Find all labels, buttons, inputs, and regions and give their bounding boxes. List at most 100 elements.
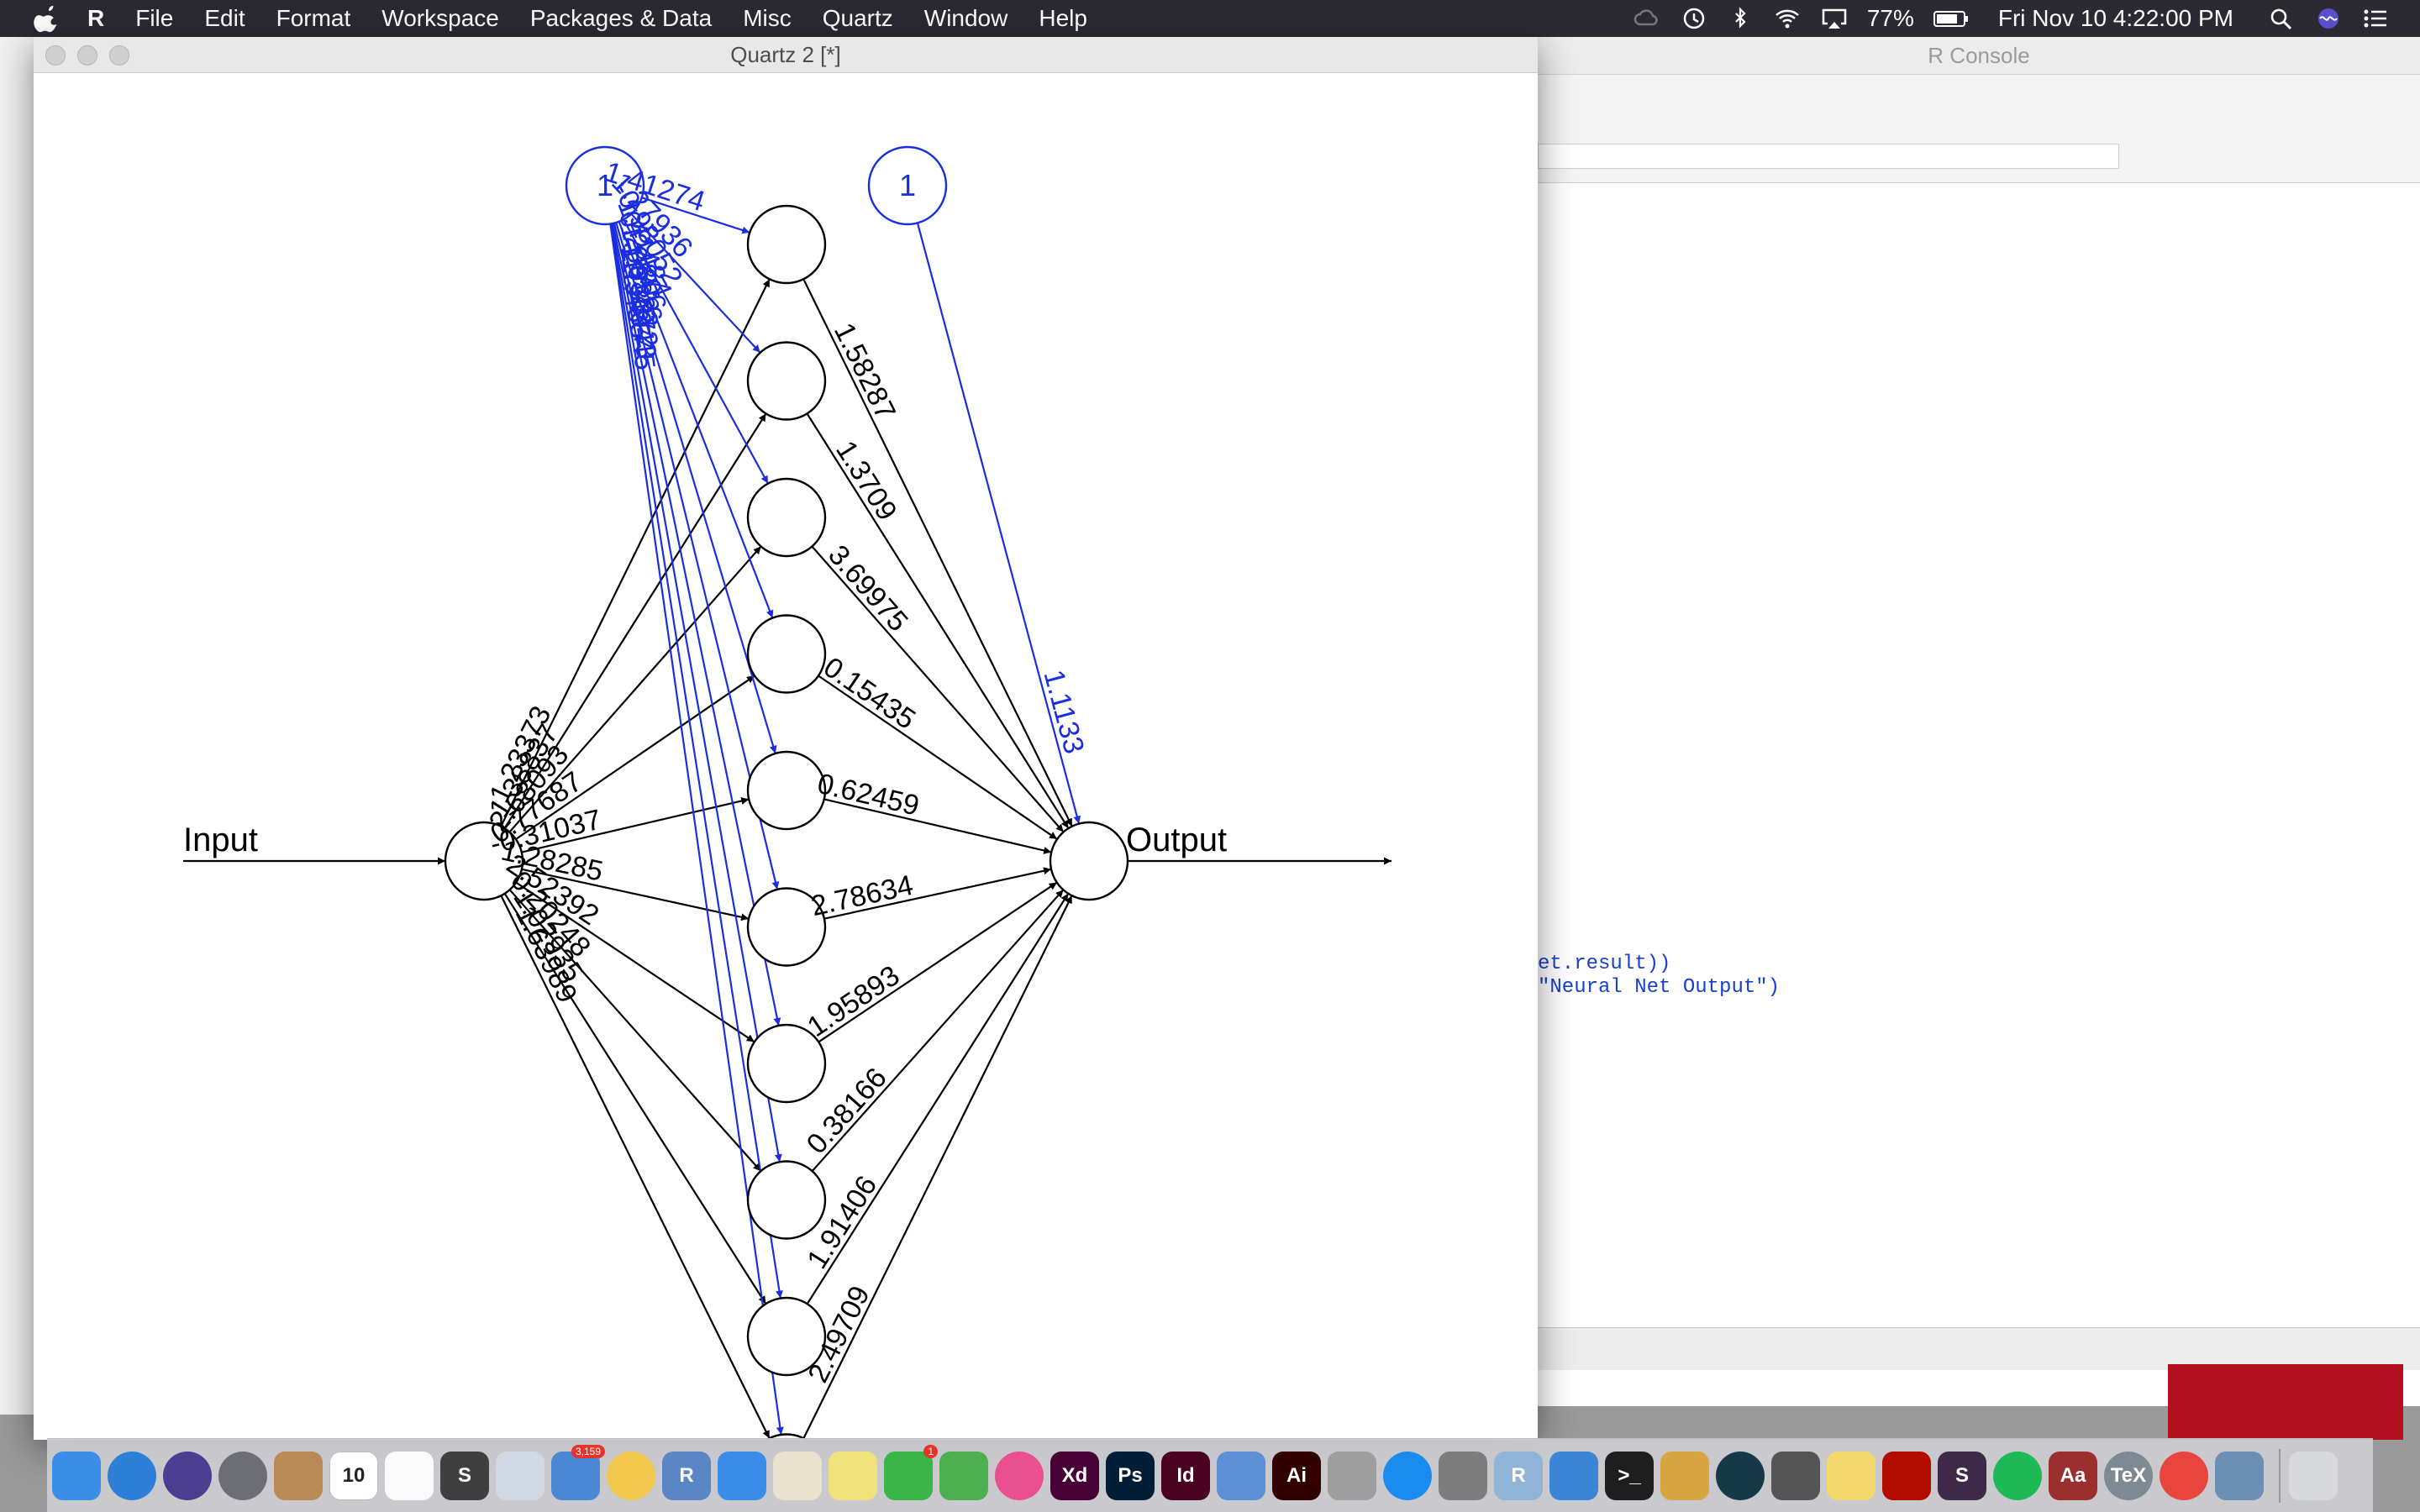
airplay-icon[interactable] — [1820, 6, 1849, 31]
apple-menu-icon[interactable] — [34, 4, 62, 33]
messages-bubble-icon[interactable] — [718, 1451, 766, 1500]
minimize-button[interactable] — [77, 45, 97, 66]
bluetooth-icon[interactable] — [1726, 6, 1754, 31]
edge-input-hidden-10 — [500, 895, 771, 1439]
terminal-icon[interactable]: >_ — [1605, 1451, 1654, 1500]
edge-hidden-output-3 — [811, 545, 1065, 833]
zoom-button[interactable] — [109, 45, 129, 66]
edge-hidden-output-5-weight-label: 0.62459 — [814, 768, 922, 822]
spotlight-icon[interactable] — [2267, 6, 2296, 31]
close-button[interactable] — [45, 45, 66, 66]
edge-hidden-output-2 — [806, 412, 1070, 829]
hidden-node-4 — [746, 614, 827, 694]
keynote-remote-icon[interactable] — [1217, 1451, 1265, 1500]
sequel-pro-icon[interactable] — [1660, 1451, 1709, 1500]
slack-icon[interactable]: S — [1938, 1451, 1986, 1500]
reminders-icon[interactable] — [385, 1451, 434, 1500]
battery-percentage: 77% — [1866, 5, 1914, 31]
wifi-icon[interactable] — [1773, 6, 1802, 31]
edge-bias-output-weight-label: 1.1133 — [1037, 667, 1090, 758]
textedit-icon[interactable] — [773, 1451, 822, 1500]
clock[interactable]: Fri Nov 10 4:22:00 PM — [1997, 5, 2233, 31]
console-line: "Neural Net Output") — [1538, 976, 1781, 999]
system-preferences-icon[interactable] — [1439, 1451, 1487, 1500]
hidden-node-6 — [746, 887, 827, 967]
bias-node-hidden-label: 1 — [597, 168, 613, 202]
terminal-icon-label: >_ — [1618, 1463, 1641, 1487]
battery-icon[interactable] — [1933, 6, 1970, 31]
menu-quartz[interactable]: Quartz — [822, 5, 893, 31]
rstudio-icon[interactable]: R — [1494, 1451, 1543, 1500]
edge-input-hidden-7 — [515, 881, 755, 1043]
sublime-text-icon-label: S — [457, 1463, 471, 1487]
chrome-icon[interactable] — [2160, 1451, 2208, 1500]
menu-misc[interactable]: Misc — [743, 5, 792, 31]
photoshop-icon[interactable]: Ps — [1106, 1451, 1155, 1500]
edge-bias-hidden-8 — [611, 223, 782, 1163]
numbers-icon[interactable] — [939, 1451, 988, 1500]
stickies-2-icon[interactable] — [1827, 1451, 1876, 1500]
menu-workspace[interactable]: Workspace — [381, 5, 499, 31]
menu-packages-data[interactable]: Packages & Data — [529, 5, 713, 31]
tableplus-icon[interactable] — [1328, 1451, 1376, 1500]
menu-format[interactable]: Format — [276, 5, 351, 31]
input-node — [444, 821, 524, 901]
quartz-titlebar: Quartz 2 [*] — [34, 37, 1538, 73]
edge-hidden-output-5 — [823, 798, 1052, 854]
menu-edit[interactable]: Edit — [204, 5, 245, 31]
illustrator-icon[interactable]: Ai — [1272, 1451, 1321, 1500]
contacts-icon[interactable] — [274, 1451, 323, 1500]
photos-icon[interactable] — [607, 1451, 655, 1500]
adobe-xd-icon[interactable]: Xd — [1050, 1451, 1099, 1500]
edge-hidden-output-7-weight-label: 1.95893 — [802, 959, 905, 1043]
edge-hidden-output-7 — [818, 881, 1058, 1043]
r-icon[interactable]: R — [662, 1451, 711, 1500]
facetime-badge: 1 — [923, 1444, 938, 1458]
launchpad-icon[interactable] — [218, 1451, 267, 1500]
hidden-node-2 — [746, 341, 827, 421]
stickies-icon[interactable] — [829, 1451, 877, 1500]
tex-shop-icon[interactable]: TeX — [2104, 1451, 2153, 1500]
siri-icon[interactable] — [163, 1451, 212, 1500]
facetime-icon[interactable]: 1 — [884, 1444, 938, 1500]
menu-help[interactable]: Help — [1039, 5, 1087, 31]
edge-hidden-output-8 — [811, 889, 1065, 1172]
acrobat-icon[interactable] — [1882, 1451, 1931, 1500]
finder-icon[interactable] — [52, 1451, 101, 1500]
output-label: Output — [1126, 822, 1227, 858]
keynote-icon[interactable] — [1549, 1451, 1598, 1500]
menu-window[interactable]: Window — [923, 5, 1008, 31]
console-path-field[interactable] — [1538, 144, 2119, 169]
edge-hidden-output-2-weight-label: 1.3709 — [829, 435, 903, 526]
preview-icon[interactable] — [496, 1451, 544, 1500]
edge-bias-hidden-10 — [609, 223, 784, 1436]
console-input-bar[interactable] — [1538, 1327, 2420, 1370]
mail-badge: 3,159 — [571, 1444, 605, 1458]
menu-app-r[interactable]: R — [87, 5, 105, 31]
image-capture-icon[interactable] — [2215, 1451, 2264, 1500]
printer-icon[interactable] — [1771, 1451, 1820, 1500]
background-window — [0, 37, 34, 1415]
spotify-icon[interactable] — [1993, 1451, 2042, 1500]
calendar-icon-label: 10 — [342, 1463, 366, 1487]
siri-icon[interactable] — [2314, 6, 2343, 31]
r-console-window[interactable]: R Console et.result))"Neural Net Output"… — [1538, 37, 2420, 1440]
dictionary-icon[interactable]: Aa — [2049, 1451, 2097, 1500]
edge-hidden-output-9 — [806, 893, 1070, 1305]
calendar-icon[interactable]: 10 — [329, 1451, 378, 1500]
gitkraken-icon[interactable] — [1716, 1451, 1765, 1500]
notification-center-icon[interactable] — [2361, 6, 2390, 31]
indesign-icon[interactable]: Id — [1161, 1451, 1210, 1500]
creative-cloud-icon[interactable] — [1632, 6, 1660, 31]
safari-icon[interactable] — [108, 1451, 156, 1500]
menu-file[interactable]: File — [135, 5, 174, 31]
time-machine-icon[interactable] — [1679, 6, 1707, 31]
itunes-icon[interactable] — [995, 1451, 1044, 1500]
trash-icon[interactable] — [2289, 1451, 2338, 1500]
app-store-icon[interactable] — [1383, 1451, 1432, 1500]
edge-bias-hidden-9 — [610, 223, 783, 1299]
sublime-text-icon[interactable]: S — [440, 1451, 489, 1500]
mail-icon[interactable]: 3,159 — [551, 1444, 605, 1500]
